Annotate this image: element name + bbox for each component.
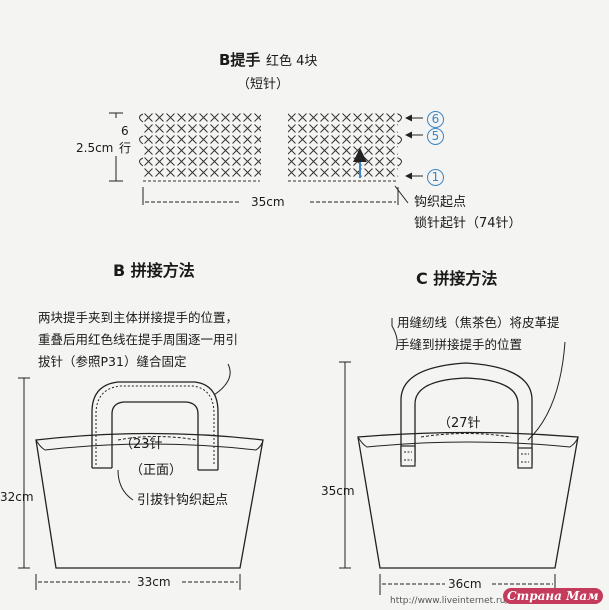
b-front-label: （正面） — [130, 463, 183, 478]
bag-b-drawing — [35, 381, 264, 569]
row-marker-5: 5 — [427, 127, 444, 145]
b-height: 32cm — [0, 490, 34, 504]
b-stitch-count: （23针 — [120, 437, 163, 452]
b-note-line-1: 两块提手夹到主体拼接提手的位置， — [38, 310, 239, 325]
start-label: 钩织起点 — [414, 195, 467, 210]
handle-rows-unit: 行 — [119, 141, 132, 155]
c-stitch-count: （27针 — [438, 416, 481, 431]
watermark-url: http://www.liveinternet.ru/users/4107412… — [390, 596, 579, 606]
c-width: 36cm — [448, 577, 482, 591]
b-method-heading: B 拼接方法 — [113, 261, 195, 280]
handle-rows-number: 6 — [121, 124, 129, 138]
handle-height: 2.5cm — [76, 141, 114, 155]
b-width: 33cm — [137, 575, 171, 589]
handle-spec: 红色 4块 — [266, 54, 318, 69]
b-note-line-3: 拔针（参照P31）缝合固定 — [38, 354, 187, 369]
stitch-chart — [139, 112, 402, 182]
handle-stitch: （短针） — [237, 77, 290, 92]
handle-title: B提手 — [219, 51, 261, 69]
b-note-line-2: 重叠后用红色线在提手周围逐一用引 — [38, 332, 239, 347]
c-height: 35cm — [321, 484, 355, 498]
row-marker-6: 6 — [427, 110, 444, 128]
b-start-label: 引拔针钩织起点 — [137, 493, 229, 508]
watermark-brand: Страна Мам — [503, 588, 603, 604]
handle-width: 35cm — [251, 195, 285, 209]
chain-label: 锁针起针（74针） — [414, 216, 522, 231]
c-method-heading: C 拼接方法 — [416, 269, 498, 288]
row-marker-1: 1 — [427, 168, 444, 186]
c-note-line-2: 手缝到拼接提手的位置 — [397, 337, 523, 352]
bag-c-drawing — [357, 362, 579, 569]
c-note-line-1: 用缝纫线（焦茶色）将皮革提 — [397, 315, 560, 330]
